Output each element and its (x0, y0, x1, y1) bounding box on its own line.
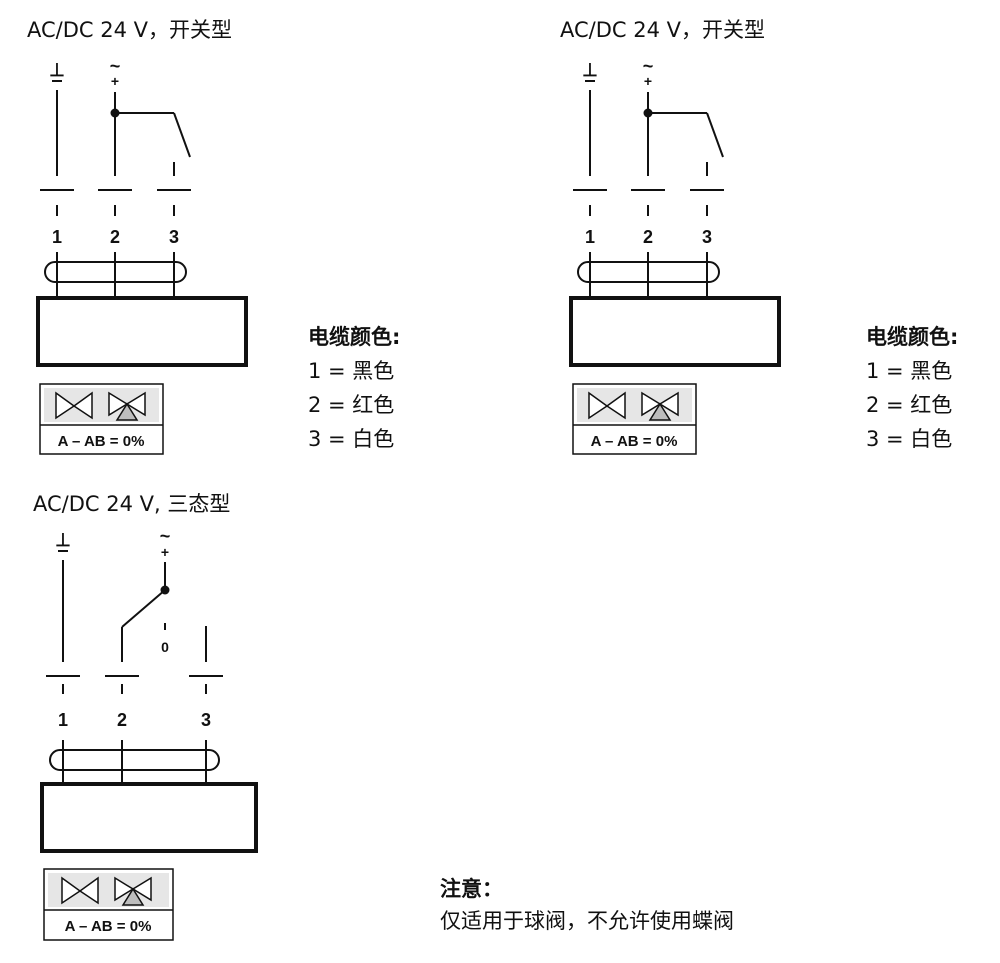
actuator-box (569, 296, 781, 367)
three-way-valve-icon (641, 391, 679, 421)
valve-position-label: A – AB = 0% (65, 918, 152, 935)
switch-contact (121, 589, 166, 628)
cable-color-legend: 电缆颜色: 1 = 黑色 2 = 红色 3 = 白色 (308, 320, 400, 456)
legend-item: 2 = 红色 (308, 393, 395, 417)
terminal-label-2: 2 (110, 227, 120, 247)
plus-symbol: + (161, 544, 169, 560)
ground-symbol: ⊥ (55, 530, 71, 550)
valve-position-label: A – AB = 0% (58, 433, 145, 450)
legend-title: 电缆颜色: (308, 325, 401, 349)
legend-item: 3 = 白色 (308, 427, 395, 451)
two-way-valve-icon (588, 391, 626, 420)
terminal-label-3: 3 (201, 710, 211, 730)
terminal-label-3: 3 (702, 227, 712, 247)
ac-symbol: ~ (643, 56, 654, 76)
terminal-label-1: 1 (58, 710, 68, 730)
valve-symbol-box: A – AB = 0% (39, 383, 164, 455)
plus-symbol: + (111, 73, 119, 89)
terminal-label-3: 3 (169, 227, 179, 247)
junction-dot (160, 585, 170, 595)
legend-title: 电缆颜色: (866, 325, 959, 349)
wiring-diagram-open-close-2: ⊥ ~ + 1 2 3 A – AB = 0% (533, 0, 933, 470)
valve-symbol-box: A – AB = 0% (43, 868, 174, 941)
terminal-label-1: 1 (585, 227, 595, 247)
actuator-box (36, 296, 248, 367)
zero-position-label: 0 (161, 639, 169, 655)
note-text: 仅适用于球阀，不允许使用蝶阀 (440, 909, 734, 933)
junction-dot (110, 108, 120, 118)
two-way-valve-icon (61, 876, 99, 905)
diagram-title: AC/DC 24 V，开关型 (27, 18, 233, 42)
junction-dot (643, 108, 653, 118)
wiring-diagram-3-point: ⊥ ~ + 0 1 2 3 A – AB = 0% (0, 470, 300, 950)
valve-symbol-box: A – AB = 0% (572, 383, 697, 455)
two-way-valve-icon (55, 391, 93, 420)
ground-symbol: ⊥ (49, 60, 65, 80)
terminal-label-1: 1 (52, 227, 62, 247)
note-title: 注意： (440, 877, 503, 901)
three-way-valve-icon (114, 876, 152, 906)
legend-item: 1 = 黑色 (308, 359, 395, 383)
terminal-label-2: 2 (117, 710, 127, 730)
valve-position-label: A – AB = 0% (591, 433, 678, 450)
terminal-label-2: 2 (643, 227, 653, 247)
cable-sheath (49, 749, 220, 771)
legend-item: 1 = 黑色 (866, 359, 953, 383)
ground-symbol: ⊥ (582, 60, 598, 80)
ac-symbol: ~ (110, 56, 121, 76)
switch-contact (173, 112, 191, 158)
legend-item: 2 = 红色 (866, 393, 953, 417)
wiring-diagram-open-close-1: ⊥ ~ + 1 2 3 A – AB = 0% (0, 0, 1000, 470)
three-way-valve-icon (108, 391, 146, 421)
diagram-title: AC/DC 24 V，开关型 (560, 18, 766, 42)
ac-symbol: ~ (160, 526, 171, 546)
note: 注意： 仅适用于球阀，不允许使用蝶阀 (440, 873, 734, 937)
diagram-title: AC/DC 24 V, 三态型 (33, 492, 231, 516)
actuator-box (40, 782, 258, 853)
legend-item: 3 = 白色 (866, 427, 953, 451)
plus-symbol: + (644, 73, 652, 89)
cable-color-legend: 电缆颜色: 1 = 黑色 2 = 红色 3 = 白色 (866, 320, 958, 456)
